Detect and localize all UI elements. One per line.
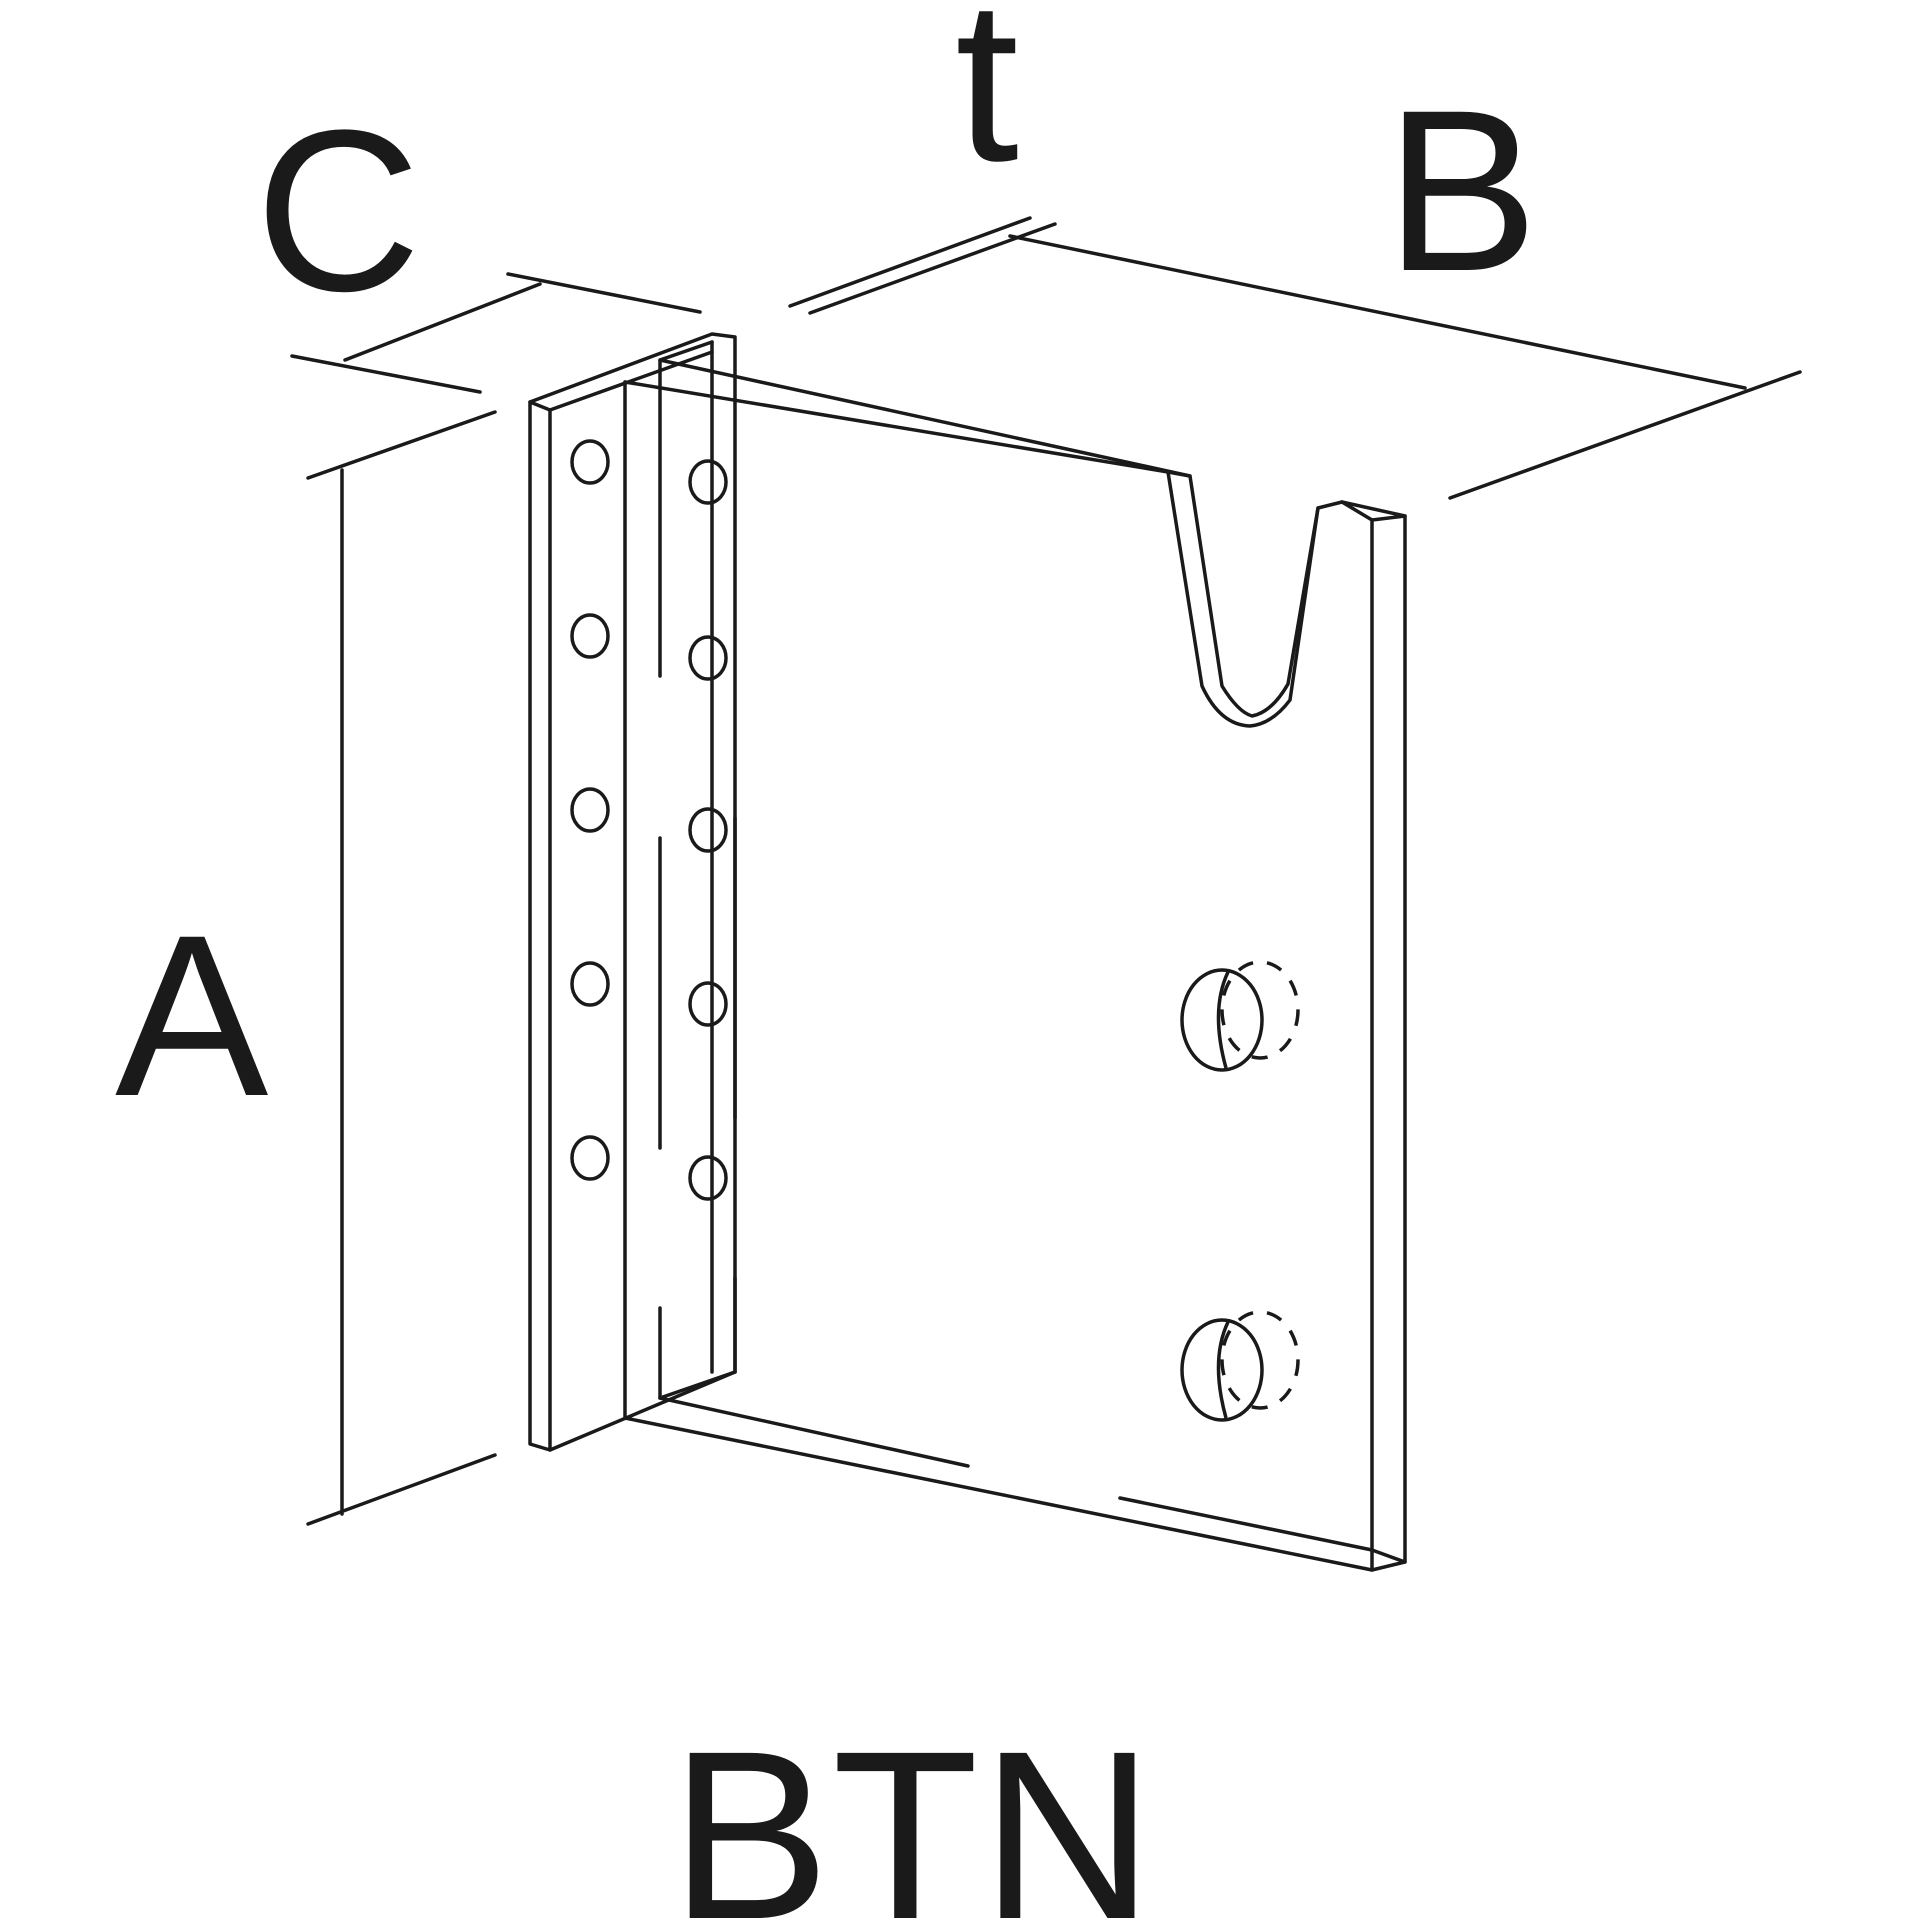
dimension-b [1008, 234, 1802, 500]
bolt-hole [1180, 1318, 1264, 1422]
flange-hole [570, 613, 610, 659]
flange-inner-edge [658, 340, 737, 1400]
plate-hole [688, 635, 728, 681]
part-title: BTN [670, 1701, 1156, 1920]
plate-hole [688, 981, 728, 1027]
flange-hole [570, 439, 610, 485]
bolt-hole-back [1220, 960, 1300, 1060]
main-plate [623, 358, 1407, 1572]
flange-hole [570, 961, 610, 1007]
plate-holes-left [688, 459, 728, 1201]
flange-holes [570, 439, 610, 1181]
dimension-c [290, 272, 702, 394]
side-flange [528, 332, 737, 1452]
flange-hole [570, 787, 610, 833]
bolt-hole [1180, 968, 1264, 1072]
plate-hole [688, 459, 728, 505]
dimension-label-b: B [1385, 62, 1538, 319]
plate-hole [688, 1155, 728, 1201]
plate-bolt-holes [1180, 960, 1300, 1422]
bolt-hole-back [1220, 1310, 1300, 1410]
dimension-label-c: C [255, 82, 421, 339]
dimension-label-t: t [955, 0, 1019, 209]
plate-hole [688, 807, 728, 853]
flange-hole [570, 1135, 610, 1181]
dimension-t [788, 216, 1057, 315]
dimension-label-a: A [115, 887, 268, 1144]
dimension-a [306, 410, 497, 1526]
